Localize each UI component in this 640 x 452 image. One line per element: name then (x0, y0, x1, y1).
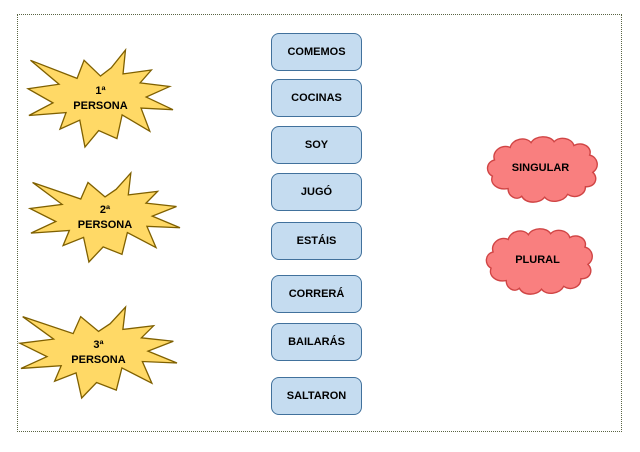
starburst-2a-persona[interactable]: 2ª PERSONA (30, 173, 180, 262)
cloud-shape (488, 137, 598, 202)
cloud-singular[interactable]: SINGULAR (483, 135, 598, 202)
starburst-shape (30, 173, 180, 262)
number-word: SINGULAR (511, 162, 570, 174)
verb-card-comemos[interactable]: COMEMOS (271, 33, 362, 71)
starburst-icon (30, 173, 180, 262)
person-label: 2ª PERSONA (30, 173, 180, 262)
person-ordinal: 2ª (99, 203, 111, 216)
verb-card-saltaron[interactable]: SALTARON (271, 377, 362, 415)
verb-label: SALTARON (286, 390, 347, 402)
number-word: PLURAL (515, 254, 560, 266)
worksheet-dotted-border (17, 14, 622, 432)
verb-label: COMEMOS (287, 46, 346, 58)
person-word: PERSONA (77, 218, 133, 231)
person-word: PERSONA (71, 353, 126, 366)
cloud-shape (486, 229, 592, 294)
person-word: PERSONA (73, 99, 128, 112)
verb-card-jugo[interactable]: JUGÓ (271, 173, 362, 211)
verb-card-estais[interactable]: ESTÁIS (271, 222, 362, 260)
person-label: 3ª PERSONA (20, 307, 177, 398)
number-label: PLURAL (482, 227, 593, 294)
verb-card-cocinas[interactable]: COCINAS (271, 79, 362, 117)
verb-label: COCINAS (291, 92, 342, 104)
person-ordinal: 1ª (95, 84, 106, 97)
starburst-shape (28, 50, 173, 147)
verb-label: CORRERÁ (288, 288, 345, 300)
starburst-1a-persona[interactable]: 1ª PERSONA (28, 50, 173, 147)
verb-card-soy[interactable]: SOY (271, 126, 362, 164)
person-ordinal: 3ª (93, 338, 104, 351)
verb-label: JUGÓ (300, 186, 333, 198)
verb-card-correra[interactable]: CORRERÁ (271, 275, 362, 313)
cloud-icon (483, 135, 598, 202)
verb-label: SOY (304, 139, 329, 151)
starburst-shape (20, 307, 177, 398)
cloud-plural[interactable]: PLURAL (482, 227, 593, 294)
number-label: SINGULAR (483, 135, 598, 202)
starburst-icon (28, 50, 173, 147)
verb-label: BAILARÁS (288, 336, 345, 348)
starburst-icon (20, 307, 177, 398)
person-label: 1ª PERSONA (28, 50, 173, 147)
verb-card-bailaras[interactable]: BAILARÁS (271, 323, 362, 361)
verb-label: ESTÁIS (296, 235, 337, 247)
starburst-3a-persona[interactable]: 3ª PERSONA (20, 307, 177, 398)
cloud-icon (482, 227, 593, 294)
